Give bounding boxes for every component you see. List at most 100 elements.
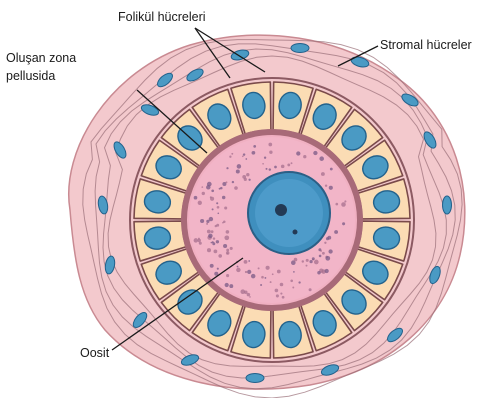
granule xyxy=(317,271,320,274)
label-stromal-cells: Stromal hücreler xyxy=(380,38,472,52)
granule xyxy=(258,267,260,269)
granule xyxy=(276,294,279,297)
granule xyxy=(262,163,264,165)
granule xyxy=(321,172,325,176)
granule xyxy=(281,165,285,169)
granule xyxy=(269,168,271,170)
granule xyxy=(309,288,312,291)
granule xyxy=(335,203,338,206)
granule xyxy=(226,167,228,169)
granule xyxy=(231,153,233,155)
granule xyxy=(212,242,215,245)
granule xyxy=(212,208,214,210)
label-oocyte: Oosit xyxy=(80,346,110,360)
granule xyxy=(207,230,211,234)
granule xyxy=(309,260,312,263)
granule xyxy=(210,264,214,268)
granule xyxy=(302,260,304,262)
granule xyxy=(272,273,274,275)
granule xyxy=(324,242,326,244)
granule xyxy=(325,185,327,187)
granule xyxy=(270,281,272,283)
granule xyxy=(210,197,214,201)
granule xyxy=(260,284,262,286)
granule xyxy=(194,196,198,200)
granule xyxy=(224,235,229,240)
granule xyxy=(247,293,251,297)
stromal-cell-nucleus xyxy=(443,196,452,214)
granule xyxy=(226,251,230,255)
granule xyxy=(230,247,233,250)
granule xyxy=(290,280,293,283)
granule xyxy=(319,255,322,258)
granule xyxy=(226,249,229,252)
granule xyxy=(291,162,293,164)
granule xyxy=(322,252,325,255)
label-follicle-cells: Folikül hücreleri xyxy=(118,10,206,24)
granule xyxy=(264,157,266,159)
granule xyxy=(218,254,222,258)
granule xyxy=(222,196,225,199)
granule xyxy=(303,155,306,158)
granule xyxy=(247,270,251,274)
granule xyxy=(206,223,208,225)
granule xyxy=(206,185,211,190)
granule xyxy=(223,244,227,248)
granule xyxy=(243,153,245,155)
granule xyxy=(224,206,227,209)
granule xyxy=(240,289,245,294)
granule xyxy=(251,274,256,279)
granule xyxy=(275,289,279,293)
granule xyxy=(215,225,217,227)
label-zona-line1: Oluşan zona xyxy=(6,51,76,65)
granule xyxy=(246,173,249,176)
granule xyxy=(306,259,309,262)
nucleolus xyxy=(275,204,287,216)
granule xyxy=(326,237,329,240)
granule xyxy=(292,287,294,289)
granule xyxy=(329,186,333,190)
granule xyxy=(298,281,300,283)
granule xyxy=(217,206,220,209)
granule xyxy=(282,296,285,299)
stromal-cell-nucleus xyxy=(246,374,264,383)
chromatin-spot xyxy=(293,230,298,235)
granule xyxy=(226,230,230,234)
granule xyxy=(280,283,284,287)
granule xyxy=(206,220,209,223)
granule xyxy=(242,175,246,179)
granule xyxy=(293,271,295,273)
granule xyxy=(208,234,212,238)
granule xyxy=(226,274,229,277)
granule xyxy=(225,283,229,287)
granule xyxy=(287,163,290,166)
granule xyxy=(234,186,238,190)
granule xyxy=(198,238,200,240)
granule xyxy=(314,260,319,265)
granule xyxy=(229,284,233,288)
granule xyxy=(252,151,256,155)
granule xyxy=(330,168,333,171)
granule xyxy=(216,240,219,243)
oocyte-nucleus-inner xyxy=(255,179,323,247)
granule xyxy=(334,230,338,234)
granule xyxy=(319,156,324,161)
granule xyxy=(342,222,345,225)
granule xyxy=(306,265,308,267)
granule xyxy=(312,257,315,260)
granule xyxy=(264,277,266,279)
granule xyxy=(244,260,248,264)
granule xyxy=(222,222,224,224)
granule xyxy=(325,269,329,273)
stromal-cell-nucleus xyxy=(291,44,309,53)
granule xyxy=(269,151,272,154)
granule xyxy=(328,249,332,253)
granule xyxy=(268,143,272,147)
granule xyxy=(198,201,202,205)
granule xyxy=(341,202,346,207)
granule xyxy=(201,186,203,188)
granule xyxy=(194,238,198,242)
granule xyxy=(211,230,214,233)
granule xyxy=(232,181,234,183)
granule xyxy=(219,188,221,190)
